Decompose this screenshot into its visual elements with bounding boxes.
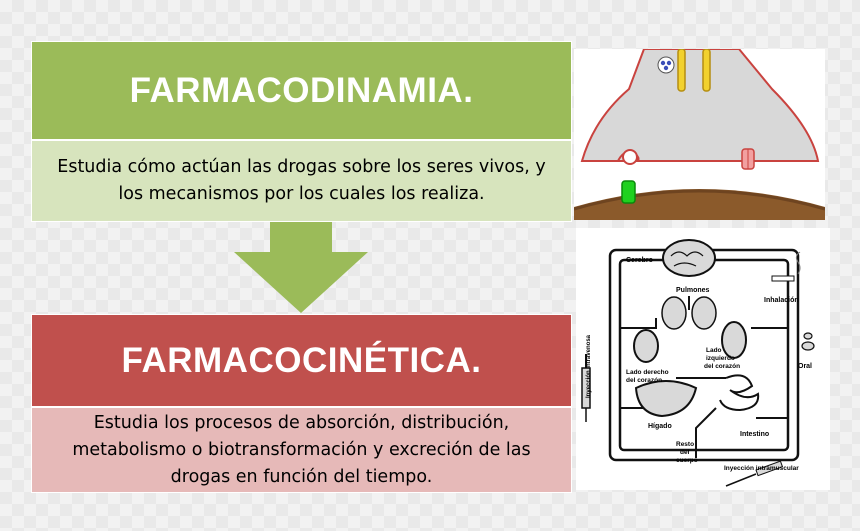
farmacocinetica-title: FARMACOCINÉTICA. — [121, 340, 482, 380]
pill-icon — [801, 332, 815, 351]
circulation-diagram: Cerebro Pulmones Inhalación Lado izquier… — [576, 228, 830, 490]
heart-left-icon — [721, 321, 747, 359]
label-cerebro: Cerebro — [626, 257, 653, 264]
description-line: metabolismo o biotransformación y excrec… — [72, 439, 531, 460]
farmacodinamia-title-box: FARMACODINAMIA. — [31, 41, 572, 140]
label-pulmones: Pulmones — [676, 287, 710, 294]
farmacodinamia-title: FARMACODINAMIA. — [129, 70, 474, 110]
label-oral: Oral — [798, 363, 812, 370]
label-higado: Hígado — [648, 423, 672, 430]
description-line: drogas en función del tiempo. — [170, 466, 433, 487]
lungs-icon — [661, 296, 717, 330]
liver-icon — [634, 380, 698, 418]
description-line: Estudia los procesos de absorción, distr… — [93, 412, 510, 433]
down-arrow-icon — [234, 222, 368, 313]
label-inhalacion: Inhalación — [764, 297, 799, 304]
vesicle-icon — [622, 149, 638, 165]
intestine-icon — [719, 374, 760, 412]
description-line: los mecanismos por los cuales los realiz… — [118, 184, 485, 204]
description-line: Estudia cómo actúan las drogas sobre los… — [57, 157, 546, 177]
farmacocinetica-title-box: FARMACOCINÉTICA. — [31, 314, 572, 407]
label-lado-izquierdo: izquierdo — [706, 355, 735, 362]
farmacocinetica-description-box: Estudia los procesos de absorción, distr… — [31, 407, 572, 493]
heart-right-icon — [633, 329, 659, 363]
label-lado-izquierdo: Lado — [706, 347, 722, 354]
label-intestino: Intestino — [740, 431, 769, 438]
syringe-icon — [725, 460, 784, 487]
syringe-icon — [581, 354, 591, 422]
cigarette-icon — [771, 251, 801, 282]
label-inyeccion-intramuscular: Inyección intramuscular — [724, 465, 799, 472]
label-lado-izquierdo: del corazón — [704, 363, 740, 370]
label-resto-cuerpo: Resto — [676, 441, 694, 448]
brain-icon — [662, 239, 716, 277]
farmacodinamia-description-box: Estudia cómo actúan las drogas sobre los… — [31, 140, 572, 222]
label-lado-derecho: Lado derecho — [626, 369, 669, 376]
label-inyeccion-intravenosa: Inyección intravenosa — [586, 334, 592, 398]
label-lado-derecho: del corazón — [626, 377, 662, 384]
farmacocinetica-description: Estudia los procesos de absorción, distr… — [52, 410, 550, 491]
synapse-illustration — [574, 49, 825, 220]
label-resto-cuerpo: cuerpo — [676, 457, 698, 464]
label-resto-cuerpo: del — [680, 449, 690, 456]
farmacodinamia-description: Estudia cómo actúan las drogas sobre los… — [37, 154, 565, 208]
